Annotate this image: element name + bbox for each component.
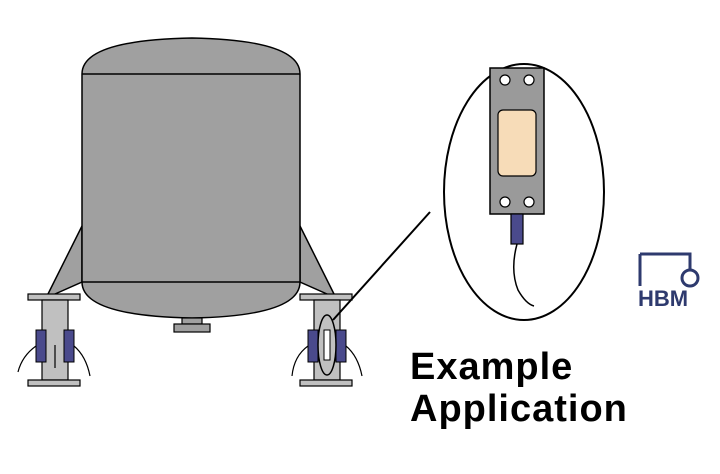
left-load-cell [35,329,47,363]
right-support-leg [291,293,363,387]
left-support-leg [17,293,91,387]
right-load-cell [307,329,319,363]
left-gusset [44,225,83,300]
tank [81,37,301,319]
right-gusset [299,225,338,300]
caption-line-1: Example [410,346,574,388]
cable [513,243,535,307]
callout-source-ellipse [317,314,337,376]
zoom-callout [443,63,605,321]
strain-gauge-pad [497,109,537,177]
example-application-caption: Example Application [410,346,628,430]
hbm-logo: HBM [638,252,704,314]
tank-outlet [173,317,211,333]
zoom-callout-line [332,211,431,321]
hbm-logo-icon [638,252,700,288]
cable-connector [510,213,524,245]
caption-line-2: Application [410,388,628,430]
hbm-logo-text: HBM [638,286,689,311]
